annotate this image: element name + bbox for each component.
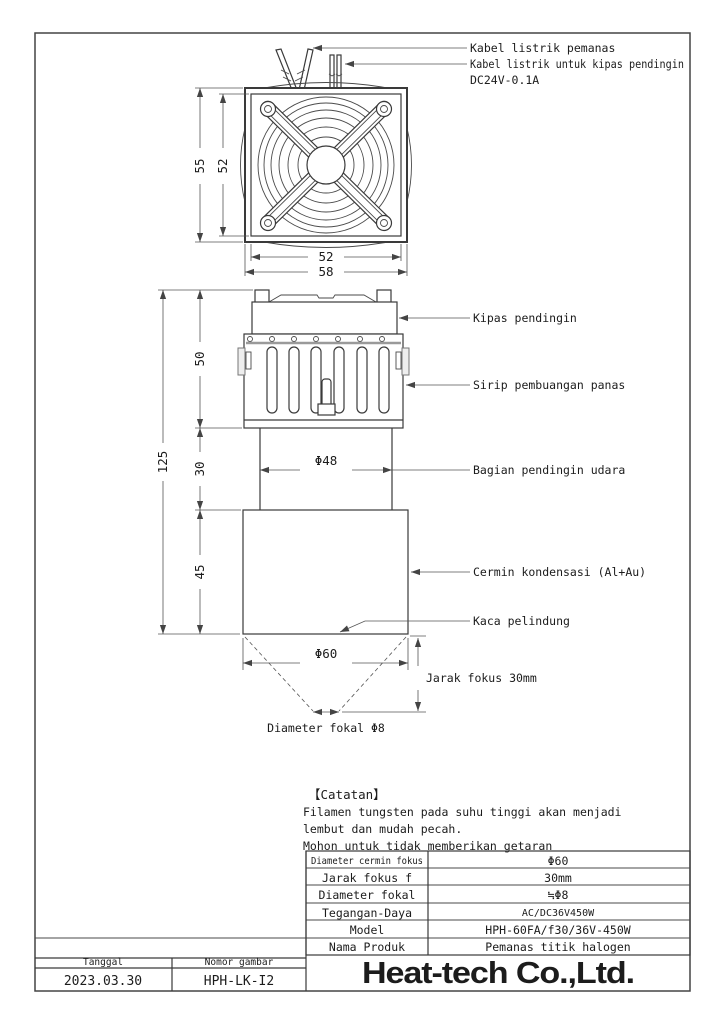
fan-guard-rings [257,96,395,234]
company-logo: Heat-tech Co.,Ltd. [362,955,635,990]
spec-label-2: Jarak fokus f [322,871,412,885]
dim-52-horizontal: 52 [318,249,333,264]
housing-arc-left [240,127,246,203]
spec-label-4: Tegangan-Daya [322,906,412,920]
fan-body [251,301,398,335]
label-fan: Kipas pendingin [473,311,577,325]
spec-label-6: Nama Produk [329,940,405,954]
dim-52-vertical: 52 [215,158,230,173]
spec-value-1: Φ60 [548,854,569,868]
housing-arc-right [406,127,412,203]
spec-label-3: Diameter fokal [319,888,416,902]
notes-line3: Mohon untuk tidak memberikan getaran [303,839,552,853]
dim-50: 50 [192,351,207,366]
label-focus-distance: Jarak fokus 30mm [426,671,537,685]
notes-section: 【Catatan】 Filamen tungsten pada suhu tin… [303,787,622,853]
corner-screws [259,100,393,232]
label-glass: Kaca pelindung [473,614,570,628]
spec-value-3: ≒Φ8 [548,888,569,902]
spec-value-2: 30mm [544,871,572,885]
side-clips [237,347,410,376]
spec-label-5: Model [350,923,385,937]
fan-wire [328,54,343,91]
side-view-heater [237,289,410,635]
side-view-dimensions: 50 30 45 125 Φ48 Φ60 Diameter fokal Φ8 [155,289,537,735]
notes-line2: lembut dan mudah pecah. [303,822,462,836]
top-view-dimensions: 55 52 52 58 [192,87,408,279]
label-focal-diameter: Diameter fokal Φ8 [267,721,385,735]
title-block-number-value: HPH-LK-I2 [204,974,274,989]
mount-tab-left [254,289,270,304]
focus-cone [244,636,407,716]
label-fins: Sirip pembuangan panas [473,378,625,392]
dim-125: 125 [155,451,170,474]
label-fan-cable-spec: DC24V-0.1A [470,73,539,87]
notes-heading: 【Catatan】 [308,787,386,802]
spec-value-4: AC/DC36V450W [522,908,595,919]
drawing-border-frame [34,32,691,992]
dim-45: 45 [192,564,207,579]
label-heater-cable: Kabel listrik pemanas [470,41,615,55]
spec-table: Diameter cermin fokus Φ60 Jarak fokus f … [305,850,691,956]
dim-phi48: Φ48 [315,453,338,468]
cable-callouts: Kabel listrik pemanas Kabel listrik untu… [313,41,684,87]
spec-value-5: HPH-60FA/f30/36V-450W [485,923,630,937]
notes-line1: Filamen tungsten pada suhu tinggi akan m… [303,805,622,819]
spec-value-6: Pemanas titik halogen [485,940,630,954]
guard-profile [268,294,377,303]
housing-arc-top [263,82,389,89]
spec-label-1: Diameter cermin fokus [311,856,423,867]
label-fan-cable: Kabel listrik untuk kipas pendingin [470,57,684,71]
top-view-fan [240,48,412,248]
label-mirror: Cermin kondensasi (Al+Au) [473,565,646,579]
mount-tab-right [376,289,392,304]
label-air-cooling: Bagian pendingin udara [473,463,625,477]
mirror-housing [242,509,409,635]
part-callouts: Kipas pendingin Sirip pembuangan panas B… [339,311,646,633]
dim-58: 58 [318,264,333,279]
title-block-number-label: Nomor gambar [205,957,274,968]
dim-phi60: Φ60 [315,646,338,661]
dim-55: 55 [192,158,207,173]
title-block-date-value: 2023.03.30 [64,974,142,989]
fan-inner-square [250,93,402,237]
housing-arc-bottom [263,241,389,248]
title-block: Tanggal Nomor gambar 2023.03.30 HPH-LK-I… [35,851,307,991]
heat-sink-fins [266,346,390,416]
dim-30: 30 [192,461,207,476]
sensor-post-foot [317,403,336,416]
company-logo-text: Heat-tech Co.,Ltd. [362,955,634,990]
vent-holes [247,336,385,342]
title-block-date-label: Tanggal [83,957,123,968]
cooling-cylinder [259,428,393,510]
